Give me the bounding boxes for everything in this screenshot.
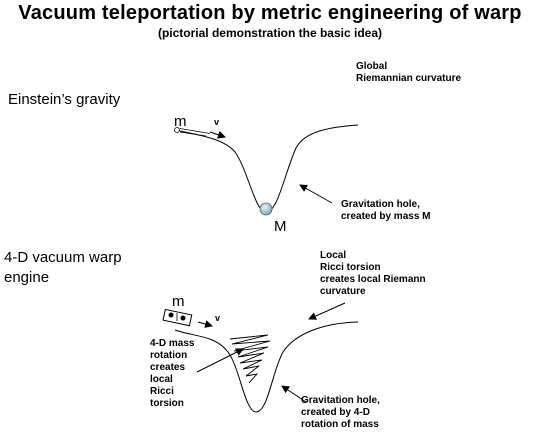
warp-engine-heading: 4-D vacuum warp engine	[4, 249, 122, 286]
diagram-subtitle: (pictorial demonstration the basic idea)	[157, 26, 383, 40]
small-mass-probe-1	[174, 127, 211, 137]
gravitation-hole-label-2: Gravitation hole, created by 4-D rotatio…	[301, 395, 380, 430]
pointer-arrow-1	[299, 184, 333, 204]
diagram-title: Vacuum teleportation by metric engineeri…	[18, 2, 522, 24]
vehicle-probe-2	[162, 308, 193, 327]
mass-sphere	[259, 202, 273, 216]
velocity-arrow-1	[209, 130, 226, 139]
mass-rotation-label: 4-D mass rotation creates local Ricci to…	[150, 338, 195, 409]
gravitation-hole-label-1: Gravitation hole, created by mass M	[341, 199, 431, 222]
einstein-gravity-heading: Einstein’s gravity	[8, 91, 121, 108]
global-curvature-label: Global Riemannian curvature	[356, 61, 462, 84]
curvature-curve-1	[179, 124, 359, 213]
small-mass-label-2: m	[172, 293, 185, 310]
ricci-torsion-zigzag	[229, 334, 271, 384]
pointer-arrow-rotation	[196, 348, 244, 373]
small-mass-label: m	[174, 113, 187, 130]
pointer-arrow-2	[281, 385, 307, 403]
pointer-arrow-torsion	[308, 302, 346, 320]
large-mass-label: M	[274, 218, 287, 235]
velocity-label-2: v	[215, 313, 221, 323]
curvature-curve-2	[174, 321, 359, 413]
velocity-label: v	[214, 117, 220, 127]
ricci-torsion-label: Local Ricci torsion creates local Rieman…	[320, 250, 426, 297]
velocity-arrow-2	[197, 320, 213, 328]
